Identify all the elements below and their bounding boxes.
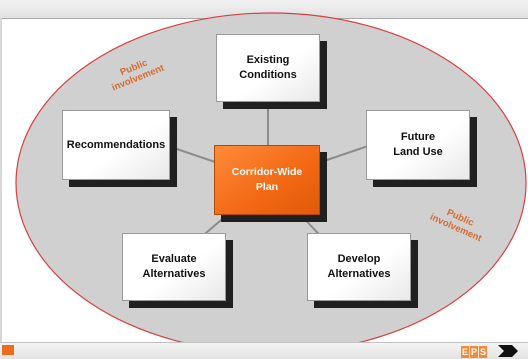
node-corridor-wide-plan: Corridor-Wide Plan bbox=[214, 145, 320, 215]
node-recommendations: Recommendations bbox=[62, 110, 170, 180]
eps-logo: E P S bbox=[461, 344, 488, 358]
node-evaluate-alternatives: Evaluate Alternatives bbox=[122, 233, 226, 301]
bottom-accent bbox=[2, 345, 14, 355]
node-future-land-use: Future Land Use bbox=[366, 110, 470, 180]
node-existing-conditions: Existing Conditions bbox=[216, 34, 320, 102]
next-arrow-icon[interactable] bbox=[496, 344, 520, 358]
left-rule bbox=[0, 18, 2, 348]
logo-letter-e: E bbox=[461, 346, 469, 358]
bottom-bar bbox=[0, 342, 528, 359]
node-develop-alternatives: Develop Alternatives bbox=[307, 233, 411, 301]
logo-letter-s: S bbox=[479, 346, 487, 358]
logo-letter-p: P bbox=[470, 346, 478, 358]
